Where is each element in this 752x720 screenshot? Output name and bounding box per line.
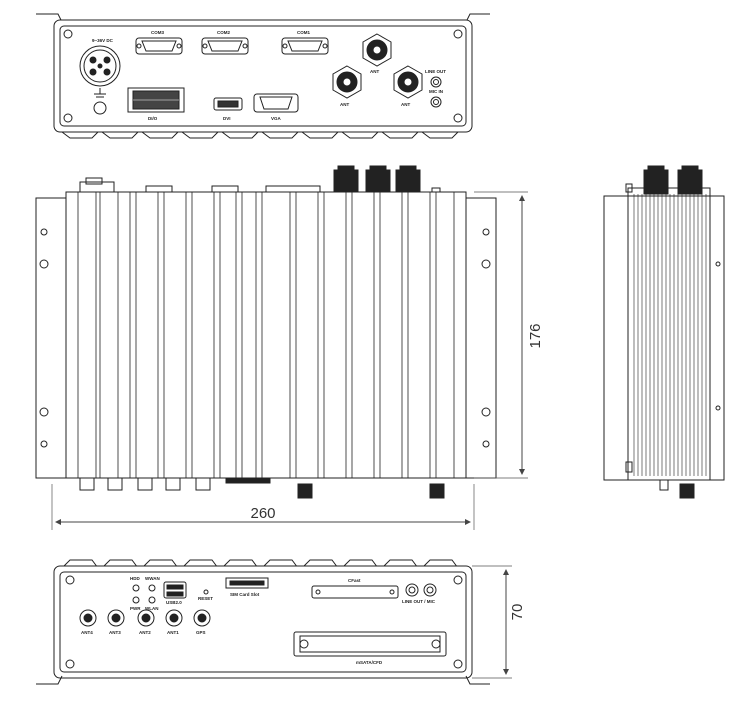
power-connector-icon [79,45,121,87]
label-gps: GPS [196,630,206,635]
label-ant-left: ANT [340,102,349,107]
rear-fins [61,131,459,139]
side-view-fins [633,194,707,476]
dvi-port-icon [213,97,243,111]
front-view [36,559,512,685]
label-line-out: LINE OUT [425,69,446,74]
label-hdd: HDD [130,576,140,581]
dimension-depth: 176 [527,323,544,348]
line-out-jack-icon [430,76,442,88]
label-sim: SIM Card Slot [230,592,260,597]
front-antennas [79,609,211,627]
top-antennas [333,165,441,193]
label-power: 9~36V DC [92,38,114,43]
ground-icon [93,88,107,115]
label-com2: COM2 [217,30,230,35]
antenna-mid-icon [393,65,423,99]
label-ant2: ANT2 [139,630,151,635]
top-view-fins [77,192,455,478]
top-view [35,165,528,530]
com1-port-icon [281,37,329,55]
rear-view [36,13,490,139]
label-vga: VGA [271,116,282,121]
label-ant-mid: ANT [401,102,410,107]
mic-jack-icon [430,96,442,108]
label-reset: RESET [198,596,213,601]
antenna-top-icon [362,33,392,67]
label-pwr: PWR [130,606,141,611]
rear-labels: 9~36V DC COM3 COM2 COM1 DI/O DVI VGA ANT… [92,30,446,121]
label-audio: LINE OUT / MIC [402,599,436,604]
label-msata: mSATA/CFD [356,660,383,665]
front-labels: HDD WWAN PWR WLAN USB2.0 RESET SIM Card … [81,576,436,665]
dimension-height: 70 [509,604,526,621]
label-dvi: DVI [223,116,231,121]
side-view [603,165,725,499]
label-usb: USB2.0 [166,600,182,605]
front-fins [61,559,459,569]
label-com3: COM3 [151,30,164,35]
label-dio: DI/O [148,116,158,121]
label-com1: COM1 [297,30,310,35]
antenna-left-icon [332,65,362,99]
label-ant3: ANT3 [109,630,121,635]
label-wwan: WWAN [145,576,160,581]
label-ant4: ANT4 [81,630,93,635]
com3-port-icon [135,37,183,55]
dimension-width: 260 [250,505,275,522]
vga-port-icon [253,93,299,113]
top-view-bottom-connectors [79,477,445,499]
label-cfast: CFast [348,578,361,583]
label-ant-top: ANT [370,69,379,74]
com2-port-icon [201,37,249,55]
dio-connector-icon [127,87,185,113]
label-ant1: ANT1 [167,630,179,635]
label-wlan: WLAN [145,606,159,611]
label-mic: MIC IN [429,89,443,94]
